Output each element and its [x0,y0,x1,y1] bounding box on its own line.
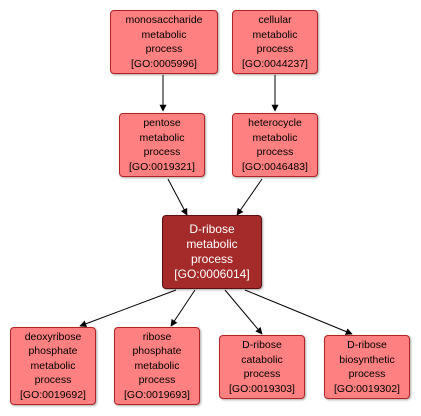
node-go-id: [GO:0005996] [131,57,197,70]
node-label-line: process [243,368,281,380]
node-cellular-metabolic-process[interactable]: cellular metabolic process [GO:0044237] [232,10,318,74]
node-label-line: metabolic [141,28,187,41]
node-label-line: process [256,43,294,55]
node-label-line: process [348,368,386,380]
node-go-id: [GO:0046483] [242,160,308,173]
edge-dribose-deoxyribose [79,289,177,328]
node-label-line: D-ribose [242,339,282,351]
node-go-id: [GO:0006014] [174,267,250,281]
node-label-line: biosynthetic [339,353,395,366]
node-label-line: process [190,252,234,266]
node-label-line: phosphate [28,345,78,358]
edge-dribose-ribosephosphate [170,289,196,327]
node-d-ribose-biosynthetic-process[interactable]: D-ribose biosynthetic process [GO:001930… [324,335,410,399]
node-go-id: [GO:0019693] [124,388,190,401]
node-d-ribose-metabolic-process[interactable]: D-ribose metabolic process [GO:0006014] [162,215,262,289]
node-label-line: cellular [258,14,292,26]
node-label-line: D-ribose [189,222,235,236]
node-pentose-metabolic-process[interactable]: pentose metabolic process [GO:0019321] [119,113,205,177]
node-label-line: catabolic [241,353,283,366]
node-label-line: metabolic [252,131,298,144]
node-label-line: deoxyribose [24,330,82,343]
node-label-line: metabolic [134,359,180,372]
node-d-ribose-catabolic-process[interactable]: D-ribose catabolic process [GO:0019303] [219,335,305,399]
node-label-line: monosaccharide [125,14,203,26]
node-label-line: process [34,374,72,387]
node-label-line: process [138,374,176,387]
node-label-line: process [143,146,181,158]
node-label-line: phosphate [132,345,182,358]
edge-dribose-biosynthetic [244,289,353,335]
node-label-line: process [256,146,294,158]
node-deoxyribose-phosphate-metabolic-process[interactable]: deoxyribose phosphate metabolic process … [10,327,96,405]
node-label-line: pentose [143,117,181,129]
node-label-line: process [145,43,183,55]
node-go-id: [GO:0044237] [242,57,308,70]
node-monosaccharide-metabolic-process[interactable]: monosaccharide metabolic process [GO:000… [110,10,218,74]
node-label-line: heterocycle [248,117,302,129]
node-label-line: D-ribose [347,339,387,351]
node-label-line: ribose [142,330,172,343]
edge-dribose-catabolic [224,289,263,335]
node-label-line: metabolic [186,237,238,251]
node-go-id: [GO:0019321] [129,160,195,173]
edge-heterocycle-dribose [236,178,263,216]
node-go-id: [GO:0019692] [20,388,86,401]
node-heterocycle-metabolic-process[interactable]: heterocycle metabolic process [GO:004648… [232,113,318,177]
node-ribose-phosphate-metabolic-process[interactable]: ribose phosphate metabolic process [GO:0… [114,327,200,405]
node-go-id: [GO:0019303] [229,382,295,395]
node-label-line: metabolic [252,28,298,41]
node-go-id: [GO:0019302] [334,382,400,395]
edge-pentose-dribose [167,178,188,216]
node-label-line: metabolic [30,359,76,372]
node-label-line: metabolic [139,131,185,144]
